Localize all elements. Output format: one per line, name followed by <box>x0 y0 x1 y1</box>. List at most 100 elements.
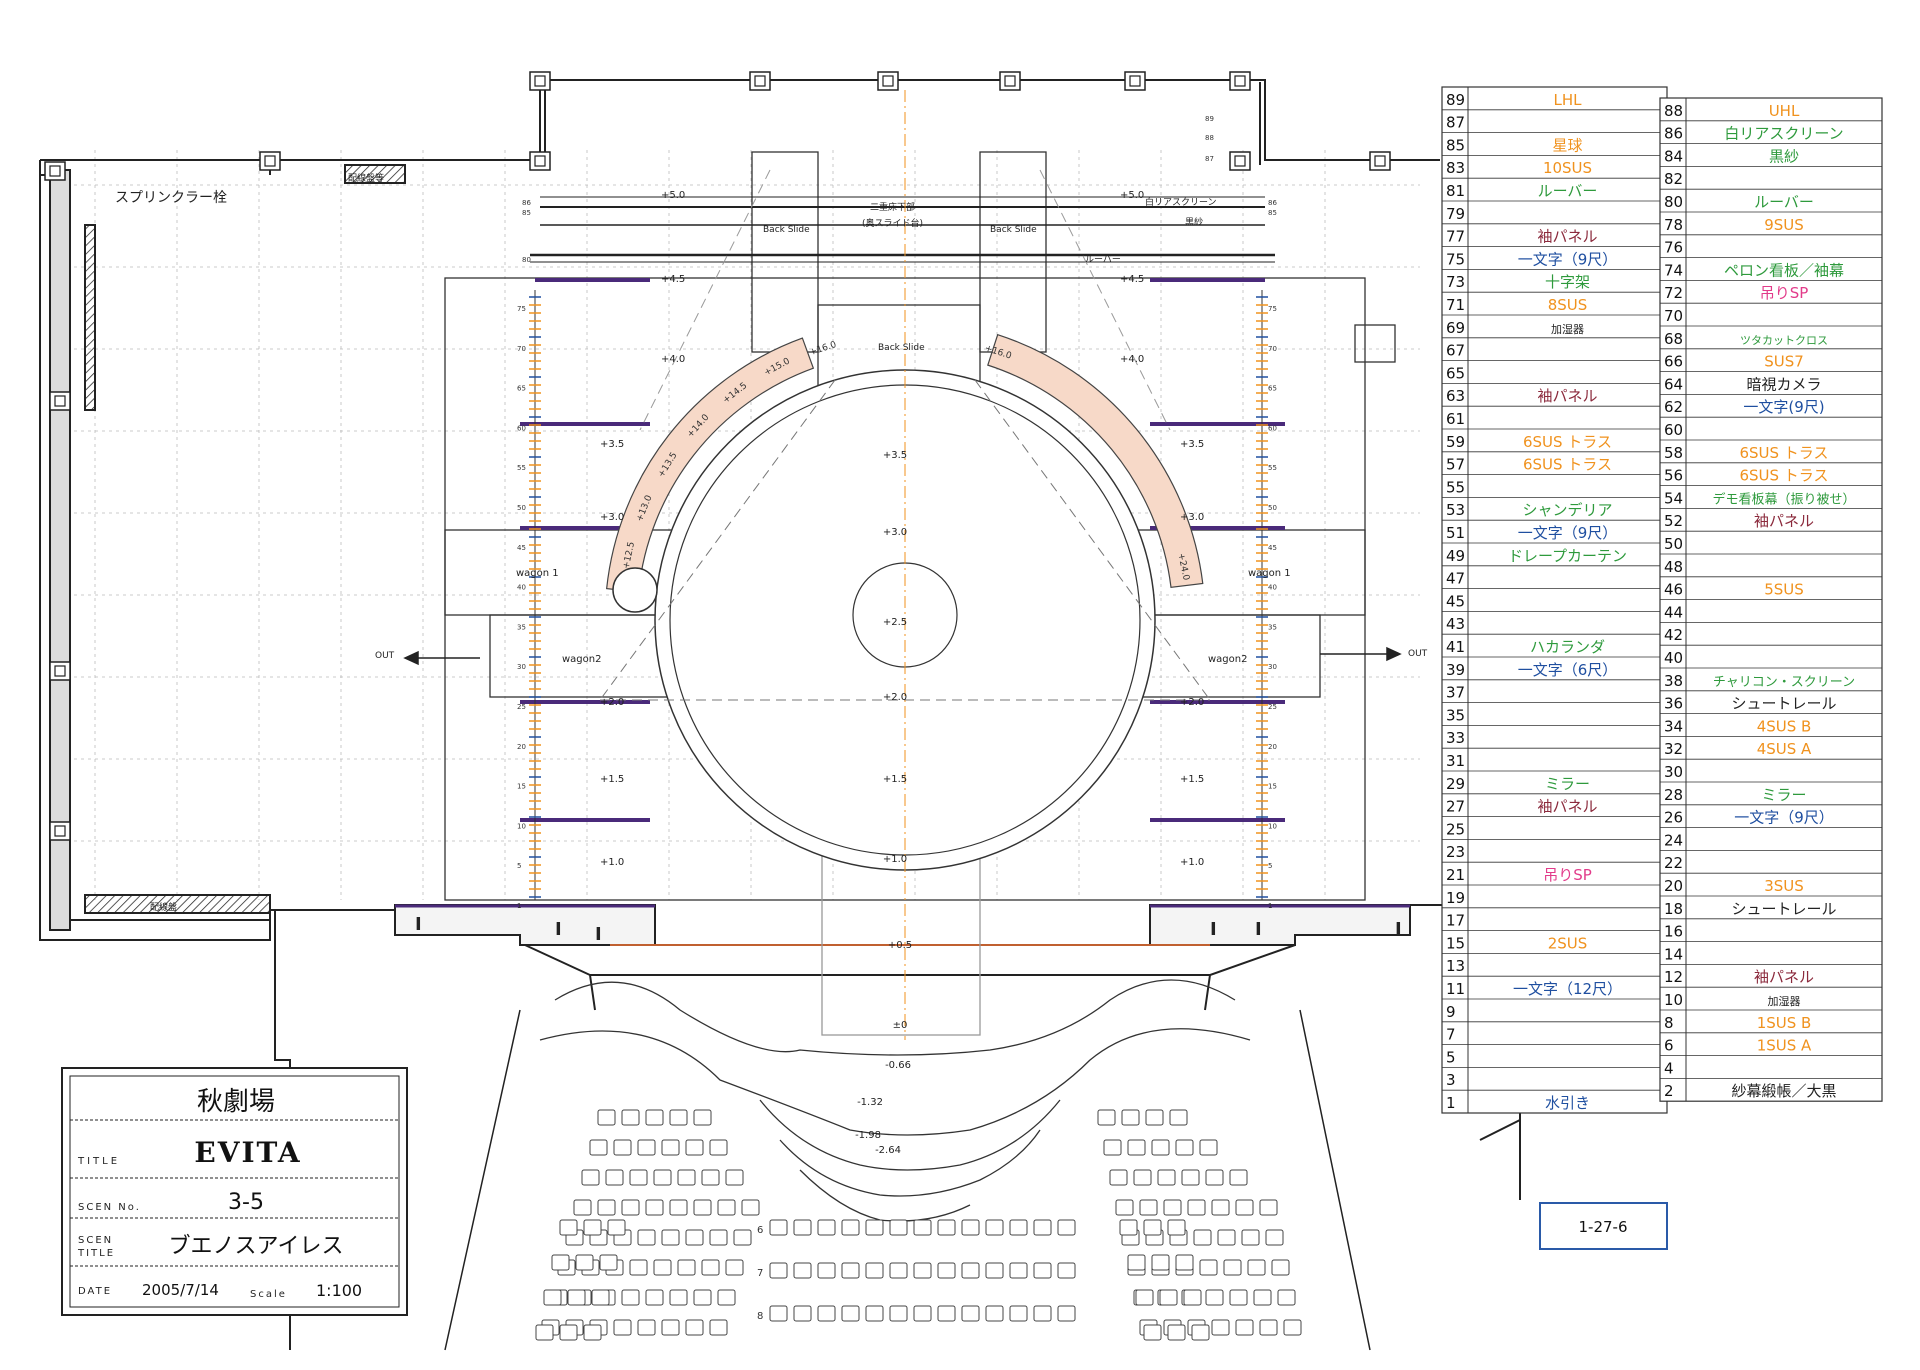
batten-number: 65 <box>1446 364 1465 382</box>
beam-mark-5: I <box>1395 919 1402 940</box>
ruler-mark-0-10: 25 <box>517 703 526 711</box>
batten-number: 11 <box>1446 980 1465 998</box>
small-num-4: 85 <box>1268 209 1277 217</box>
batten-number: 32 <box>1664 740 1683 758</box>
seat <box>1143 1219 1162 1236</box>
batten-number: 52 <box>1664 512 1683 530</box>
seat <box>961 1305 980 1322</box>
seat <box>1057 1305 1076 1322</box>
batten-number: 37 <box>1446 684 1465 702</box>
batten-number: 36 <box>1664 695 1683 713</box>
batten-number: 3 <box>1446 1071 1456 1089</box>
panel-top-label: 配線盤等 <box>348 172 384 184</box>
seat <box>1057 1262 1076 1279</box>
batten-number: 73 <box>1446 273 1465 291</box>
seat <box>535 1324 554 1341</box>
batten-number: 40 <box>1664 649 1683 667</box>
upstage-battens <box>530 196 1275 263</box>
small-num-0: 89 <box>1205 115 1214 123</box>
batten-label: 袖パネル <box>1537 228 1597 246</box>
seat <box>653 1259 672 1276</box>
batten-row-45: 45 <box>1442 588 1667 610</box>
seat <box>599 1254 618 1271</box>
ruler-mark-0-1: 70 <box>517 345 526 353</box>
batten-number: 35 <box>1446 706 1465 724</box>
level-center-9: +0.5 <box>888 940 912 951</box>
batten-row-65: 65 <box>1442 360 1667 382</box>
beam-mark-1: I <box>555 919 562 940</box>
small-num-left-1: 85 <box>522 209 531 217</box>
level-center-7: +1.5 <box>883 774 907 785</box>
seat <box>961 1262 980 1279</box>
seat <box>1127 1254 1146 1271</box>
batten-row-13: 13 <box>1442 953 1667 975</box>
level-center-12: -1.32 <box>857 1097 883 1108</box>
seat <box>1057 1219 1076 1236</box>
batten-number: 67 <box>1446 342 1465 360</box>
batten-label: ペロン看板／袖幕 <box>1724 261 1844 279</box>
batten-number: 86 <box>1664 125 1683 143</box>
batten-number: 21 <box>1446 866 1465 884</box>
batten-number: 1 <box>1446 1094 1456 1112</box>
batten-row-76: 76 <box>1660 234 1882 257</box>
seat <box>1259 1319 1278 1336</box>
batten-number: 89 <box>1446 91 1465 109</box>
seat <box>1009 1262 1028 1279</box>
batten-row-5: 5 <box>1442 1044 1667 1066</box>
ruler-mark-0-8: 35 <box>517 623 526 631</box>
seat <box>793 1305 812 1322</box>
seat <box>567 1289 586 1306</box>
ruler-mark-0-15: 1 <box>517 902 521 910</box>
column-1 <box>749 71 771 91</box>
panel-bottom-label: 配線盤 <box>150 901 177 913</box>
beam-mark-3: I <box>1210 919 1217 940</box>
seat <box>559 1324 578 1341</box>
out-arrows <box>403 646 1402 666</box>
batten-label: 6SUS トラス <box>1523 433 1612 451</box>
batten-label: 一文字（6尺） <box>1518 661 1618 679</box>
batten-number: 63 <box>1446 387 1465 405</box>
seat <box>573 1199 592 1216</box>
batten-label: 加湿器 <box>1551 323 1584 336</box>
batten-row-50: 50 <box>1660 530 1882 553</box>
column-0 <box>529 71 551 91</box>
seat <box>1119 1219 1138 1236</box>
seat <box>685 1139 704 1156</box>
seat <box>1183 1289 1202 1306</box>
seat <box>645 1109 664 1126</box>
beam-mark-2: I <box>595 924 602 945</box>
seat <box>1133 1169 1152 1186</box>
batten-row-40: 40 <box>1660 644 1882 667</box>
batten-label: 一文字(9尺) <box>1743 398 1824 416</box>
beam-mark-4: I <box>1255 919 1262 940</box>
batten-number: 85 <box>1446 136 1465 154</box>
seat <box>793 1262 812 1279</box>
batten-label: 1SUS B <box>1757 1014 1812 1032</box>
seat <box>1211 1319 1230 1336</box>
batten-number: 82 <box>1664 170 1683 188</box>
seat <box>685 1319 704 1336</box>
batten-number: 78 <box>1664 216 1683 234</box>
seat <box>1009 1219 1028 1236</box>
seat <box>661 1139 680 1156</box>
ruler-mark-1-9: 30 <box>1268 663 1277 671</box>
level-markers: +5.0+5.0+4.5+4.5+4.0+4.0+3.5+3.5+3.0+3.0… <box>600 190 1204 1156</box>
plan-text: スプリンクラー栓 配線盤等 配線盤 Back Slide Back Slide … <box>115 172 1428 913</box>
batten-number: 47 <box>1446 570 1465 588</box>
batten-number: 87 <box>1446 114 1465 132</box>
seat <box>1241 1229 1260 1246</box>
seat <box>1235 1199 1254 1216</box>
seat <box>613 1139 632 1156</box>
level-right-0: +5.0 <box>1120 190 1144 201</box>
batten-label: 4SUS B <box>1757 717 1812 735</box>
seat <box>725 1259 744 1276</box>
seat <box>1109 1169 1128 1186</box>
level-center-5: +2.5 <box>883 617 907 628</box>
batten-number: 23 <box>1446 843 1465 861</box>
level-left-1: +4.5 <box>661 274 685 285</box>
